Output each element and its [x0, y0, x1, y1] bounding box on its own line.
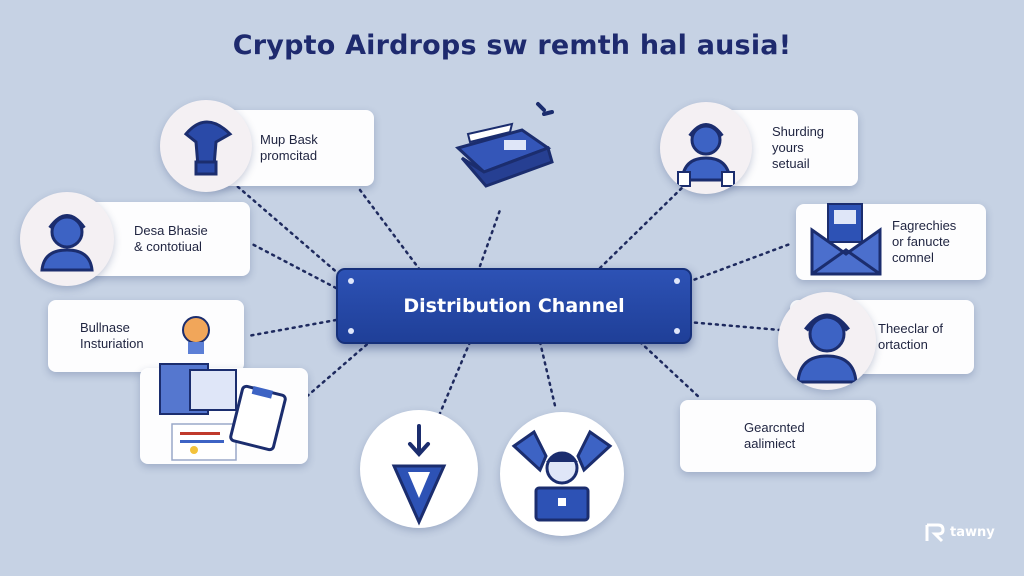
- node-label-line: aalimiect: [744, 436, 796, 451]
- envelope-icon: [808, 196, 884, 278]
- center-label: Distribution Channel: [403, 295, 625, 317]
- node-label-line: Theeclar of: [878, 321, 944, 336]
- node-label-line: & contotiual: [134, 239, 202, 254]
- connector: [538, 340, 558, 412]
- node-label-line: Insturiation: [80, 336, 144, 351]
- node-label-line: promcitad: [260, 148, 318, 163]
- connector: [436, 340, 472, 420]
- brand-name: tawny: [950, 524, 995, 540]
- connector: [228, 178, 342, 277]
- node-label-line: yours: [772, 140, 804, 155]
- rivet: [674, 328, 680, 334]
- support-agent-icon: [40, 214, 94, 272]
- node-label-line: Shurding: [772, 124, 825, 139]
- connector: [686, 242, 792, 284]
- node-label-line: Fagrechies: [892, 218, 957, 233]
- node-label-line: Bullnase: [80, 320, 130, 335]
- rivet: [674, 278, 680, 284]
- connector: [598, 178, 692, 270]
- laptop-user-icon: [511, 429, 613, 522]
- connector: [358, 188, 422, 272]
- funnel-icon-circle: [160, 100, 252, 192]
- arrow-down-icon-circle: [360, 410, 478, 528]
- funnel-icon: [183, 120, 233, 176]
- connector: [246, 318, 338, 338]
- agent-icon-circle-right-top: [660, 102, 752, 194]
- left-node-card-3: Bullnase Insturiation: [48, 300, 244, 372]
- brand-mark: tawny: [924, 520, 995, 544]
- agent-icon-circle-right-bottom: [778, 292, 876, 390]
- agent-icon-circle-left: [20, 192, 114, 286]
- book-icon: [448, 100, 564, 210]
- node-label-line: comnel: [892, 250, 934, 265]
- laptop-user-icon-circle: [500, 412, 624, 536]
- connector: [638, 340, 702, 400]
- rivet: [348, 278, 354, 284]
- arrow-down-icon: [391, 424, 447, 526]
- node-label-line: Gearcnted: [744, 420, 805, 435]
- support-agent-icon: [796, 313, 858, 384]
- connector: [686, 320, 782, 332]
- brand-logo-icon: [925, 523, 945, 543]
- connector: [250, 242, 338, 290]
- support-agent-icon: [677, 123, 735, 187]
- node-label-line: Desa Bhasie: [134, 223, 208, 238]
- documents-icon: [150, 308, 300, 468]
- node-label-line: Mup Bask: [260, 132, 318, 147]
- node-label-line: or fanucte: [892, 234, 950, 249]
- right-node-card-4: Gearcnted aalimiect: [680, 400, 876, 472]
- node-label-line: ortaction: [878, 337, 928, 352]
- rivet: [348, 328, 354, 334]
- page-title: Crypto Airdrops sw remth hal ausia!: [232, 30, 792, 61]
- distribution-channel-box: Distribution Channel: [336, 268, 692, 344]
- node-label-line: setuail: [772, 156, 810, 171]
- connector: [478, 208, 502, 268]
